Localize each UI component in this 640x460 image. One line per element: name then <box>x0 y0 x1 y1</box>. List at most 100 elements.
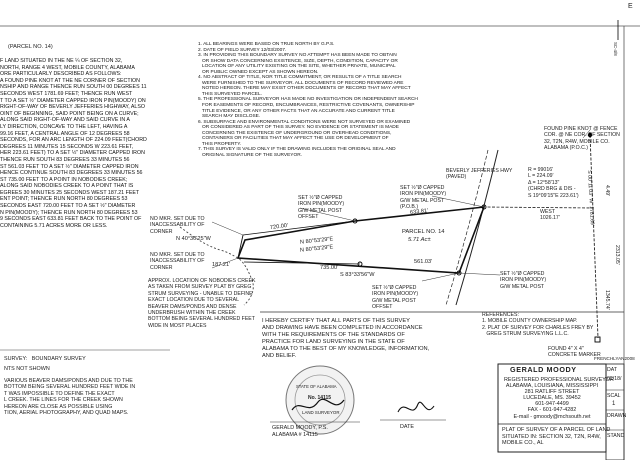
top-right-code: SC-4/8 <box>613 42 618 56</box>
legal-line: ST 735.00 FEET TO A POINT IN NOBODIES CR… <box>0 176 128 183</box>
parcel-label: PARCEL NO. 14 <box>402 229 445 235</box>
parcel-area: 5.71 Ac± <box>408 237 431 243</box>
note-line: ORIGINAL SIGNATURE OF THE SURVEYOR. <box>198 152 303 158</box>
bearing-s83: S 83°33'56"W <box>340 272 375 278</box>
legal-line: LY DIRECTION, CONCAVE TO THE LEFT, HAVIN… <box>0 123 128 130</box>
legal-line: ALONG SAID RIGHT-OF-WAY AND SAID CURVE I… <box>0 117 130 124</box>
surveyor-contact-line: LUCEDALE, MS. 39452 <box>523 395 581 402</box>
top-right-letter: E <box>628 3 633 10</box>
legal-line: A FOUND PINE KNOT AT THE NE CORNER OF SE… <box>0 77 140 84</box>
legal-line: ALONG SAID NOBODIES CREEK TO A POINT THA… <box>0 183 134 190</box>
note-line: CONCERNING THE EXISTENCE OF UNDERGROUND … <box>198 130 392 136</box>
surveyor-contact-line: FAX - 601-947-4282 <box>527 407 577 414</box>
right-edge-dim-3: 1345.74' <box>604 290 610 310</box>
legal-line: NORTH, RANGE 4 WEST, MOBILE COUNTY, ALAB… <box>0 64 135 71</box>
legal-line: SECONDS, FOR AN ARC LENGTH OF 224.09 FEE… <box>0 137 147 144</box>
pin-offset-label-1: SET ½"Ø CAPPED IRON PIN(MOODY) G/W METAL… <box>298 195 345 221</box>
note-line: WERE FURNISHED TO THE SURVEYOR. ALL DOCU… <box>198 80 404 86</box>
note-line: SEARCH MAY DISCLOSE. <box>198 114 261 120</box>
surveyor-name: GERALD MOODY <box>510 365 577 374</box>
seal-top: STATE OF ALABAMA <box>296 384 337 389</box>
pin-south-label: SET ½"Ø CAPPED IRON PIN(MOODY) G/W METAL… <box>500 271 547 290</box>
references: REFERENCES: 1. MOBILE COUNTY OWNERSHIP M… <box>482 312 594 338</box>
note-line: THIS SURVEYED PARCEL. <box>198 91 262 97</box>
file-code: FRENCHLYAN2008 <box>594 356 635 361</box>
surveyor-contact-line: E-mail - gmoody@mchsouth.net <box>513 413 591 420</box>
dist-187: 187.21' <box>212 262 231 268</box>
survey-type: SURVEY: BOUNDARY SURVEY <box>4 356 86 362</box>
legal-line: ENT POINT; THENCE RUN NORTH 80 DEGREES 5… <box>0 196 128 203</box>
no-marker-note-upper: NO MKR. SET DUE TO INACCESSABILITY OF CO… <box>150 216 205 235</box>
note-line: CONTAINERS OR FACILITIES THAT MAY AFFECT… <box>198 136 389 142</box>
highway-label: BEVERLY JEFFERIES HWY (PAVED) <box>446 168 513 181</box>
legal-line: SECONDS WEST 1781.69 FEET; THENCE RUN WE… <box>0 90 133 97</box>
note-line: OR CONSIDERED AS PART OF THIS SURVEY. NO… <box>198 125 399 131</box>
pine-knot-label: FOUND PINE KNOT @ FENCE COR. @ NE COR. O… <box>544 126 620 152</box>
note-line: OR PUBLIC OWNED EXCEPT AS SHOWN HEREON. <box>198 69 319 75</box>
surveyor-signature-name: GERALD MOODY, P.S. <box>272 425 328 431</box>
right-edge-dim-1: 4.49' <box>604 185 610 197</box>
note-line: NOTED HEREON. THERE MAY EXIST OTHER DOCU… <box>198 86 411 92</box>
legal-line: ST 561.03 FEET TO A SET ½" DIAMETER CAPP… <box>0 163 139 170</box>
scale-strip-label: SCAL <box>607 393 621 399</box>
legal-line: EGREES 30 MINUTES 25 SECONDS WEST 187.21… <box>0 189 140 196</box>
dist-735: 735.00' <box>320 265 339 271</box>
legal-description: F LAND SITUATED IN THE NE ¼ OF SECTION 3… <box>0 58 156 229</box>
note-line: OR SHOW DATA CONCERNING EXISTENCE, SIZE,… <box>198 58 398 64</box>
certification: I HEREBY CERTIFY THAT ALL PARTS OF THIS … <box>262 318 430 359</box>
note-line: 7. THIS SURVEY IS VALID ONLY IF THE DRAW… <box>198 147 396 153</box>
surveyor-contact-line: ALABAMA, LOUISIANA, MISSISSIPPI <box>505 383 599 390</box>
survey-notes: 1. ALL BEARINGS WERE BASED ON TRUE NORTH… <box>198 42 418 158</box>
surveyor-contact-line: 281 RATLIFF STREET <box>524 389 580 396</box>
right-edge-dim-2: 2313.05' <box>614 245 620 265</box>
surveyor-contact-line: REGISTERED PROFESSIONAL SURVEYOR <box>504 377 614 383</box>
legal-line: RIGHT-OF-WAY OF BEVERLY JEFFERIES HIGHWA… <box>0 104 146 111</box>
drawn-strip-label: DRAWN <box>607 413 627 419</box>
note-line: 3. IN PROVIDING THIS BOUNDARY SURVEY NO … <box>198 53 397 59</box>
legal-line: T TO A SET ½" DIAMETER CAPPED IRON PIN(M… <box>0 97 146 104</box>
note-line: 4. NO ABSTRACT OF TITLE, NOR TITLE COMMI… <box>198 75 402 81</box>
not-shown-note: NTS NOT SHOWN <box>4 366 50 372</box>
parcel-header: (PARCEL NO. 14) <box>8 44 53 50</box>
legal-line: SECONDS EAST 720.00 FEET TO A SET ½" DIA… <box>0 203 136 210</box>
stand-strip-label: STAND <box>607 433 625 439</box>
note-line: 5. THE PROFESSIONAL SURVEYOR HAS MADE NO… <box>198 97 418 103</box>
legal-line: HENCE CONTINUE SOUTH 83 DEGREES 33 MINUT… <box>0 170 143 177</box>
note-line: THIS PROPERTY. <box>198 141 242 147</box>
legal-line: ORE PARTICULARLY DESCRIBED AS FOLLOWS: <box>0 71 122 78</box>
pin-offset-label-2: SET ½"Ø CAPPED IRON PIN(MOODY) G/W METAL… <box>372 285 419 311</box>
concrete-marker-label: FOUND 4" X 4" CONCRETE MARKER <box>548 346 601 359</box>
legal-line: DEGREES 11 MINUTES 15 SECONDS W 223.61 F… <box>0 143 134 150</box>
legal-line: HER 223.61 FEET) TO A SET ½" DIAMETER CA… <box>0 150 145 157</box>
no-marker-note-lower: NO MKR. SET DUE TO INACCESSABILITY OF CO… <box>150 252 205 271</box>
legal-line: CONTAINING 5.71 ACRES MORE OR LESS. <box>0 222 108 229</box>
west-call-label: WEST 1026.17' <box>540 209 560 222</box>
creek-note: APPROX. LOCATION OF NOBODIES CREEK AS TA… <box>148 278 256 329</box>
date-strip-value: 02/18/ <box>607 376 622 382</box>
bearing-n40: N 40°30'25"W <box>176 236 211 242</box>
curve-data: R = 99016' L = 224.09' Δ = 12°58'13" (CH… <box>528 167 579 199</box>
note-line: FOR EASEMENTS OF RECORD, ENCUMBRANCES, R… <box>198 103 415 109</box>
surveyor-contact-line: 601-947-4499 <box>535 401 569 408</box>
note-line: 6. SUBSURFACE AND ENVIRONMENTAL CONDITIO… <box>198 119 411 125</box>
seal-number: No. 14115 <box>308 395 332 401</box>
dist-561: 561.03' <box>414 259 433 265</box>
date-strip-label: DAT <box>607 367 617 373</box>
legal-line: F LAND SITUATED IN THE NE ¼ OF SECTION 3… <box>0 58 123 64</box>
seal-bottom: LAND SURVEYOR <box>302 410 340 415</box>
legal-line: 99.16 FEET, A CENTRAL ANGLE OF 12 DEGREE… <box>0 130 130 137</box>
pob-pin-label: SET ½"Ø CAPPED IRON PIN(MOODY) G/W METAL… <box>400 185 447 211</box>
plat-title: PLAT OF SURVEY OF A PARCEL OF LAND SITUA… <box>502 427 611 447</box>
legal-line: OINT OF BEGINNING, SAID POINT BEING ON A… <box>0 110 139 117</box>
legal-line: THENCE RUN SOUTH 83 DEGREES 33 MINUTES 5… <box>0 156 130 163</box>
legal-line: NSHIP AND RANGE THENCE RUN SOUTH 00 DEGR… <box>0 84 147 91</box>
surveyor-license: ALABAMA # 14115 <box>272 432 318 438</box>
scale-value: 1 <box>612 401 616 407</box>
legal-line: N PIN(MOODY); THENCE RUN NORTH 80 DEGREE… <box>0 209 138 216</box>
note-line: LOCATION OF ANY UTILITY EXISTING ON THE … <box>198 64 396 70</box>
note-line: TITLE EVIDENCE, OR ANY OTHER FACTS THAT … <box>198 108 395 114</box>
note-line: 2. DATE OF FIELD SURVEY 12/03/2007. <box>198 47 287 53</box>
